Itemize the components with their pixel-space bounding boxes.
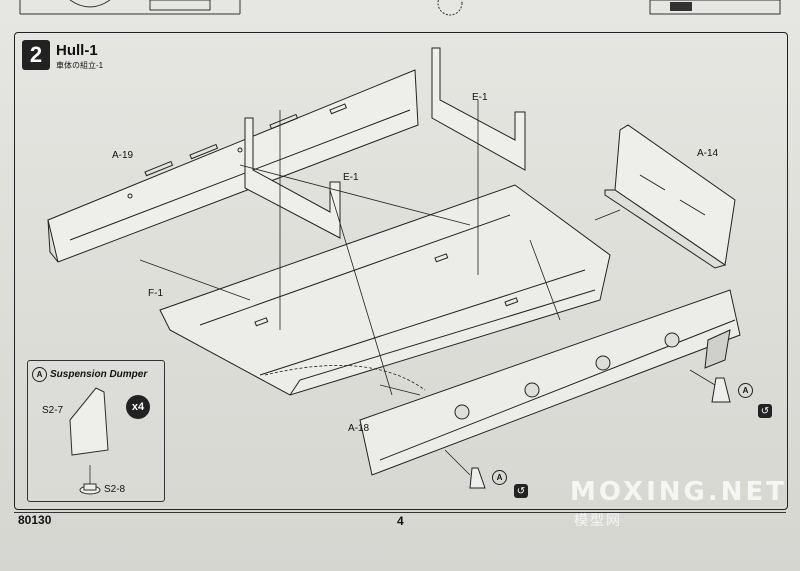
step-subtitle: 車体の組立-1 — [56, 61, 104, 70]
damper-drawing-1 — [469, 467, 486, 489]
rotate-icon: ↺ — [514, 484, 528, 498]
part-label-a18: A-18 — [348, 423, 370, 434]
part-a19-drawing — [47, 69, 419, 263]
rotate-icon: ↺ — [758, 404, 772, 418]
part-f1-drawing — [159, 184, 611, 396]
previous-step-strip — [19, 0, 781, 16]
inset-title-text: Suspension Dumper — [50, 369, 148, 380]
part-label-a14: A-14 — [697, 148, 719, 159]
part-label-e1-top: E-1 — [472, 92, 488, 103]
part-label-s28: S2-8 — [104, 484, 126, 495]
inset-marker-a: A — [32, 367, 47, 382]
watermark: MOXING.NET — [570, 477, 788, 507]
damper-drawing-2 — [711, 377, 731, 403]
marker-a-2: A — [738, 383, 753, 398]
inset-title: A Suspension Dumper — [32, 367, 147, 382]
part-a14-drawing — [604, 124, 736, 269]
part-e1-top-drawing — [431, 47, 526, 171]
step-title: Hull-1 — [56, 42, 98, 59]
guide-lines — [89, 100, 716, 485]
marker-a-1: A — [492, 470, 507, 485]
watermark-sub: 模型网 — [574, 512, 622, 528]
step-frame — [14, 32, 788, 510]
suspension-dumper-inset — [27, 360, 165, 502]
step-number-badge: 2 — [22, 40, 50, 70]
part-a18-drawing — [359, 289, 741, 476]
part-label-e1-mid: E-1 — [343, 172, 359, 183]
part-label-s27: S2-7 — [42, 405, 64, 416]
quantity-badge: x4 — [126, 395, 150, 419]
footer-divider — [14, 512, 786, 513]
page-number: 4 — [397, 514, 404, 528]
part-label-a19: A-19 — [112, 150, 134, 161]
inset-s27-drawing — [69, 387, 109, 456]
kit-code: 80130 — [18, 513, 52, 527]
part-e1-mid-drawing — [244, 117, 341, 239]
part-label-f1: F-1 — [148, 288, 163, 299]
